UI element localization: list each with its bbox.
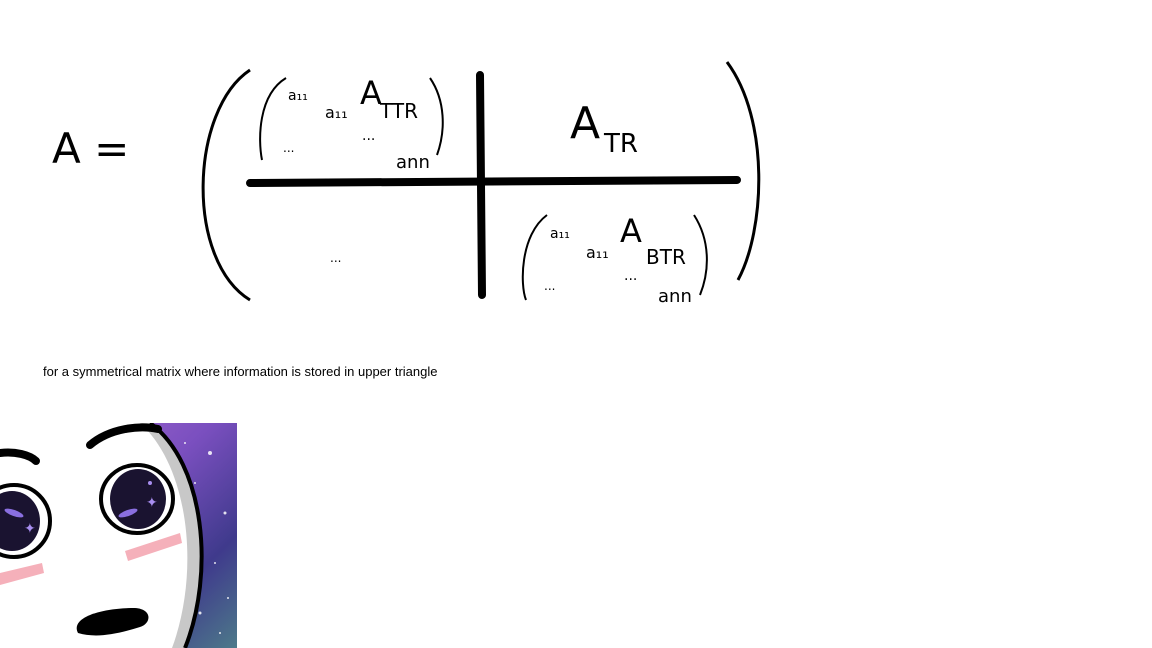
tl-ann: ann xyxy=(396,152,430,173)
br-inner-right-paren xyxy=(693,214,708,296)
br-ellipsis: ... xyxy=(624,268,637,284)
bl-dots: ... xyxy=(330,251,341,265)
tl-a11: a₁₁ xyxy=(325,103,348,122)
tr-block-A: A xyxy=(570,98,600,149)
tl-block-A: A xyxy=(360,74,382,112)
brow-left xyxy=(0,448,40,465)
amazed-face-image: ✦ ✦ xyxy=(0,423,237,648)
tl-inner-left-paren xyxy=(259,77,287,161)
horizontal-divider xyxy=(246,176,741,187)
caption-text: for a symmetrical matrix where informati… xyxy=(43,364,438,379)
vertical-divider xyxy=(476,71,486,299)
right-paren xyxy=(725,61,761,281)
br-ann: ann xyxy=(658,286,692,307)
br-dots: ... xyxy=(544,279,555,293)
blush-right xyxy=(125,533,182,561)
br-block-sub: BTR xyxy=(646,245,686,269)
face-shade xyxy=(140,423,202,648)
brow xyxy=(86,423,162,449)
left-paren xyxy=(201,68,251,302)
svg-text:✦: ✦ xyxy=(146,495,158,511)
svg-text:✦: ✦ xyxy=(24,521,36,537)
tl-dots: ... xyxy=(283,141,294,155)
tl-inner-right-paren xyxy=(429,77,444,156)
tl-block-sub: TTR xyxy=(379,99,418,123)
tl-a11-small: a₁₁ xyxy=(288,88,308,104)
eye-left xyxy=(0,491,40,551)
lhs-label: A = xyxy=(52,124,129,173)
br-a11-small: a₁₁ xyxy=(550,226,570,242)
mouth xyxy=(76,608,149,636)
tr-block-sub: TR xyxy=(603,129,638,159)
tl-ellipsis: ... xyxy=(362,128,375,144)
br-block-A: A xyxy=(620,212,642,250)
blush-left xyxy=(0,563,44,585)
br-inner-left-paren xyxy=(521,214,548,301)
br-a11: a₁₁ xyxy=(586,243,609,262)
